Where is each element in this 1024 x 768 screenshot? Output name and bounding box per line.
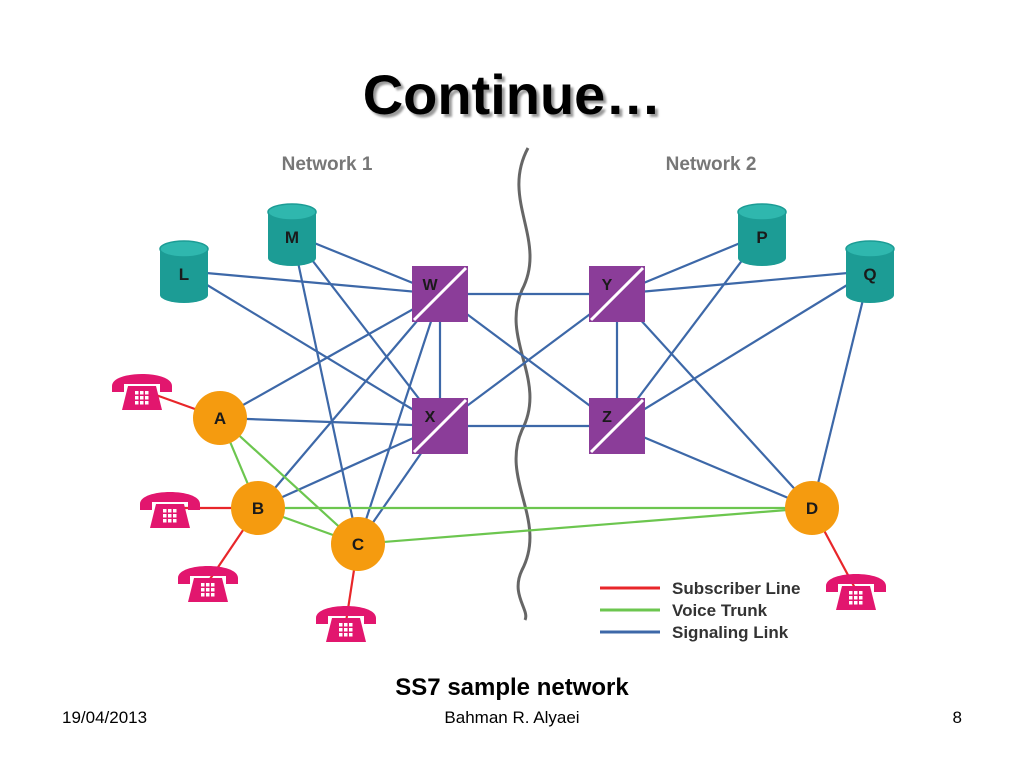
signaling-link-L-X	[183, 270, 441, 427]
nodes-layer: L M P Q W X Y Z A B C D	[112, 203, 895, 642]
signaling-link-L-W	[183, 269, 441, 296]
signaling-link-M-X	[291, 233, 441, 427]
stp-W: W	[412, 266, 468, 322]
stp-label: W	[422, 277, 438, 294]
database-P: P	[737, 203, 787, 266]
telephone-icon	[316, 606, 376, 642]
signaling-link-M-C	[290, 233, 360, 545]
legend: Subscriber Line Voice Trunk Signaling Li…	[600, 579, 800, 642]
signaling-link-Z-Q	[616, 270, 871, 427]
stp-X: X	[412, 398, 468, 454]
stp-label: Z	[602, 409, 612, 426]
network-1-label: Network 1	[282, 154, 373, 175]
voice-trunk-C-D	[357, 506, 813, 546]
signaling-link-Z-P	[616, 233, 763, 427]
slide-title: Continue…	[362, 63, 662, 126]
telephone-icon	[112, 374, 172, 410]
footer-date: 19/04/2013	[62, 708, 148, 727]
ssp-B: B	[231, 481, 285, 535]
legend-signaling-label: Signaling Link	[672, 623, 789, 642]
legend-subscriber-label: Subscriber Line	[672, 579, 800, 598]
figure-caption: SS7 sample network	[395, 674, 629, 701]
network-divider	[514, 147, 532, 621]
database-M: M	[267, 203, 317, 266]
footer-author: Bahman R. Alyaei	[444, 708, 580, 727]
telephone-icon	[178, 566, 238, 602]
database-label: Q	[863, 265, 876, 284]
database-Q: Q	[845, 240, 895, 303]
database-L: L	[159, 240, 209, 303]
signaling-link-X-Y	[439, 293, 618, 427]
telephone-icon	[140, 492, 200, 528]
signaling-link-C-W	[356, 293, 442, 545]
database-label: P	[756, 228, 767, 247]
database-label: L	[179, 265, 189, 284]
signaling-link-Z-D	[616, 424, 813, 510]
ssp-label: D	[806, 499, 818, 518]
signaling-link-B-W	[257, 293, 441, 509]
ssp-label: C	[352, 535, 364, 554]
database-label: M	[285, 228, 299, 247]
ssp-D: D	[785, 481, 839, 535]
ssp-label: B	[252, 499, 264, 518]
stp-label: X	[425, 409, 436, 426]
stp-Y: Y	[589, 266, 645, 322]
stp-Z: Z	[589, 398, 645, 454]
signaling-link-B-X	[257, 424, 441, 510]
ssp-label: A	[214, 409, 226, 428]
signaling-link-A-W	[219, 293, 441, 419]
links-layer	[141, 232, 872, 623]
telephone-icon	[826, 574, 886, 610]
legend-voice-label: Voice Trunk	[672, 601, 768, 620]
signaling-link-Y-D	[616, 293, 813, 509]
signaling-link-Y-Q	[616, 269, 871, 296]
ssp-A: A	[193, 391, 247, 445]
stp-label: Y	[602, 277, 613, 294]
signaling-link-Q-D	[810, 270, 872, 509]
voice-trunk-A-C	[219, 417, 359, 545]
footer-page-number: 8	[952, 708, 962, 727]
network-2-label: Network 2	[666, 154, 757, 175]
ssp-C: C	[331, 517, 385, 571]
